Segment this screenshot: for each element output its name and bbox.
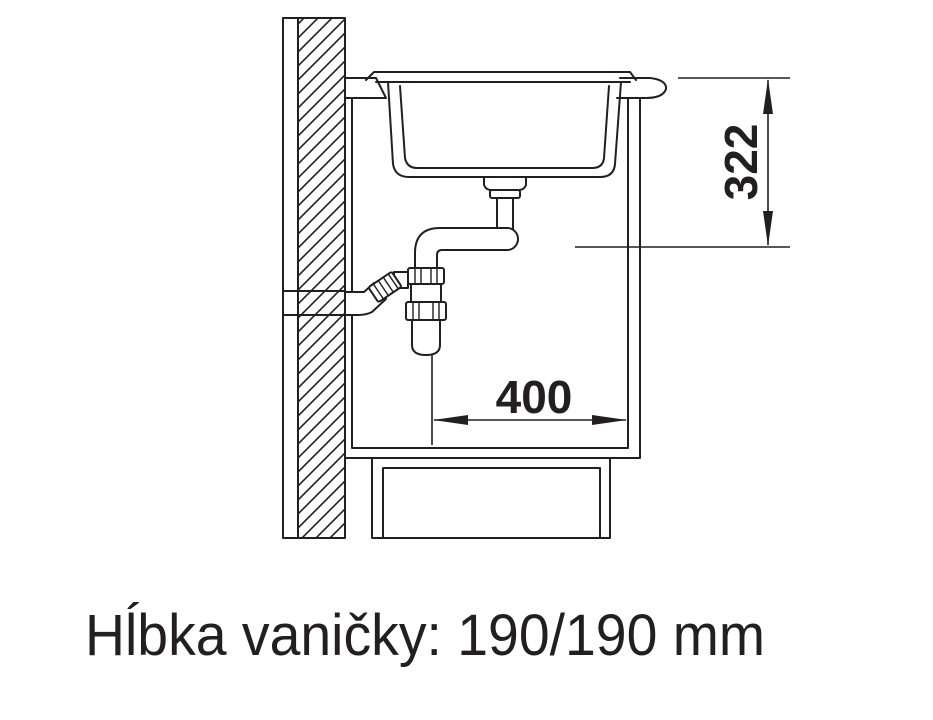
trap-cup <box>411 319 441 356</box>
trap-lower-nut <box>405 301 447 321</box>
drain-nut <box>489 189 521 199</box>
vertical-dimension: 322 <box>575 77 790 248</box>
horizontal-dimension: 400 <box>431 355 627 445</box>
connector-nut-ribs <box>372 273 400 300</box>
drain-tailpiece <box>496 197 514 231</box>
plinth-inner-outline <box>382 467 601 539</box>
sink <box>365 71 637 178</box>
countertop <box>344 77 668 99</box>
plinth-outline <box>371 457 611 539</box>
siphon-pipe <box>414 227 519 269</box>
plinth <box>371 457 611 539</box>
vertical-dimension-label: 322 <box>715 124 767 201</box>
countertop-right <box>616 77 668 99</box>
caption: Hĺbka vaničky: 190/190 mm <box>85 603 765 668</box>
horizontal-dimension-arrow-left <box>433 415 468 425</box>
drain-flange <box>483 176 527 191</box>
trap-body <box>410 283 442 303</box>
wall <box>282 17 346 539</box>
trap-upper-nut-ribs <box>414 267 438 285</box>
waste-pipe <box>344 271 409 316</box>
vertical-dimension-arrow-top <box>763 79 773 114</box>
wall-hatch <box>298 18 345 538</box>
angled-connector-nut <box>368 271 402 303</box>
horizontal-dimension-arrow-right <box>592 415 627 425</box>
sink-bowl-outer <box>387 81 622 178</box>
wall-outline <box>282 17 346 539</box>
bottle-trap <box>405 267 447 356</box>
sink-bowl-inner <box>399 85 610 169</box>
sink-rim <box>365 71 637 81</box>
cabinet-inner-outline <box>351 97 629 449</box>
drain-outlet <box>483 176 527 231</box>
countertop-left <box>344 77 387 99</box>
horizontal-dimension-label: 400 <box>496 371 573 423</box>
vertical-dimension-arrow-bottom <box>763 211 773 246</box>
trap-upper-nut <box>407 267 445 285</box>
trap-lower-nut-ribs <box>412 301 440 321</box>
